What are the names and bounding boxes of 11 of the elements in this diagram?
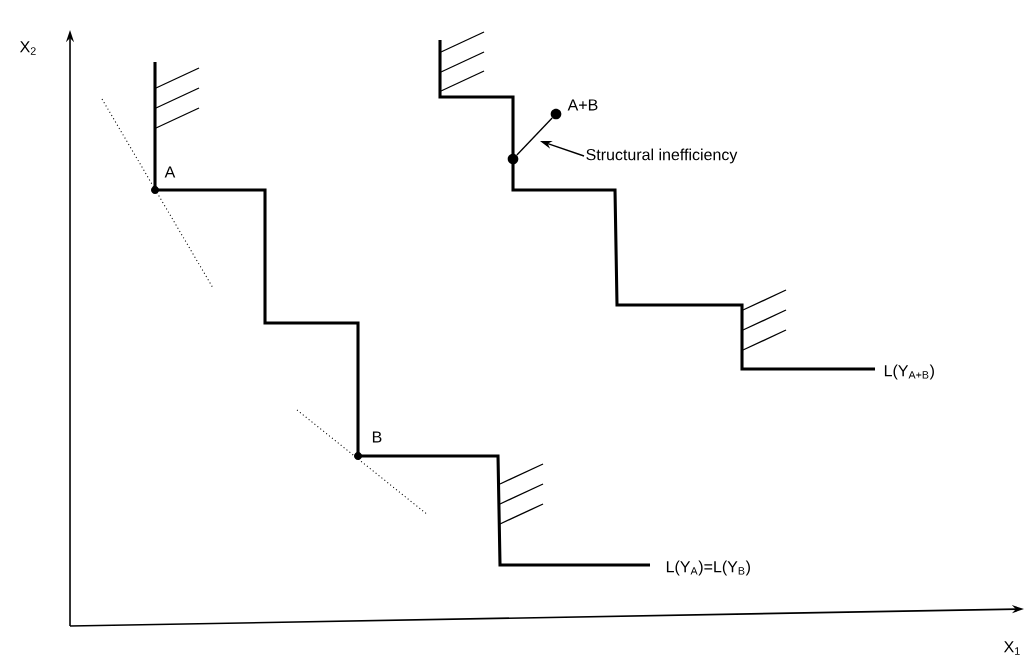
annotation-text: Structural inefficiency bbox=[586, 148, 738, 164]
curve-label: L(Y$_{A}$)=L(Y$_{B}$) bbox=[666, 560, 750, 576]
point-label: B bbox=[372, 431, 382, 443]
axis-label: X$_{1}$ bbox=[1003, 641, 1020, 655]
point-label: A bbox=[164, 166, 176, 178]
data-point bbox=[550, 108, 562, 120]
data-point bbox=[507, 153, 519, 165]
point-label: A+B bbox=[567, 99, 598, 111]
curve-label: L(Y$_{A+B}$) bbox=[884, 364, 934, 380]
axis-label: X$_{2}$ bbox=[19, 41, 36, 55]
connector-line bbox=[516, 117, 553, 156]
